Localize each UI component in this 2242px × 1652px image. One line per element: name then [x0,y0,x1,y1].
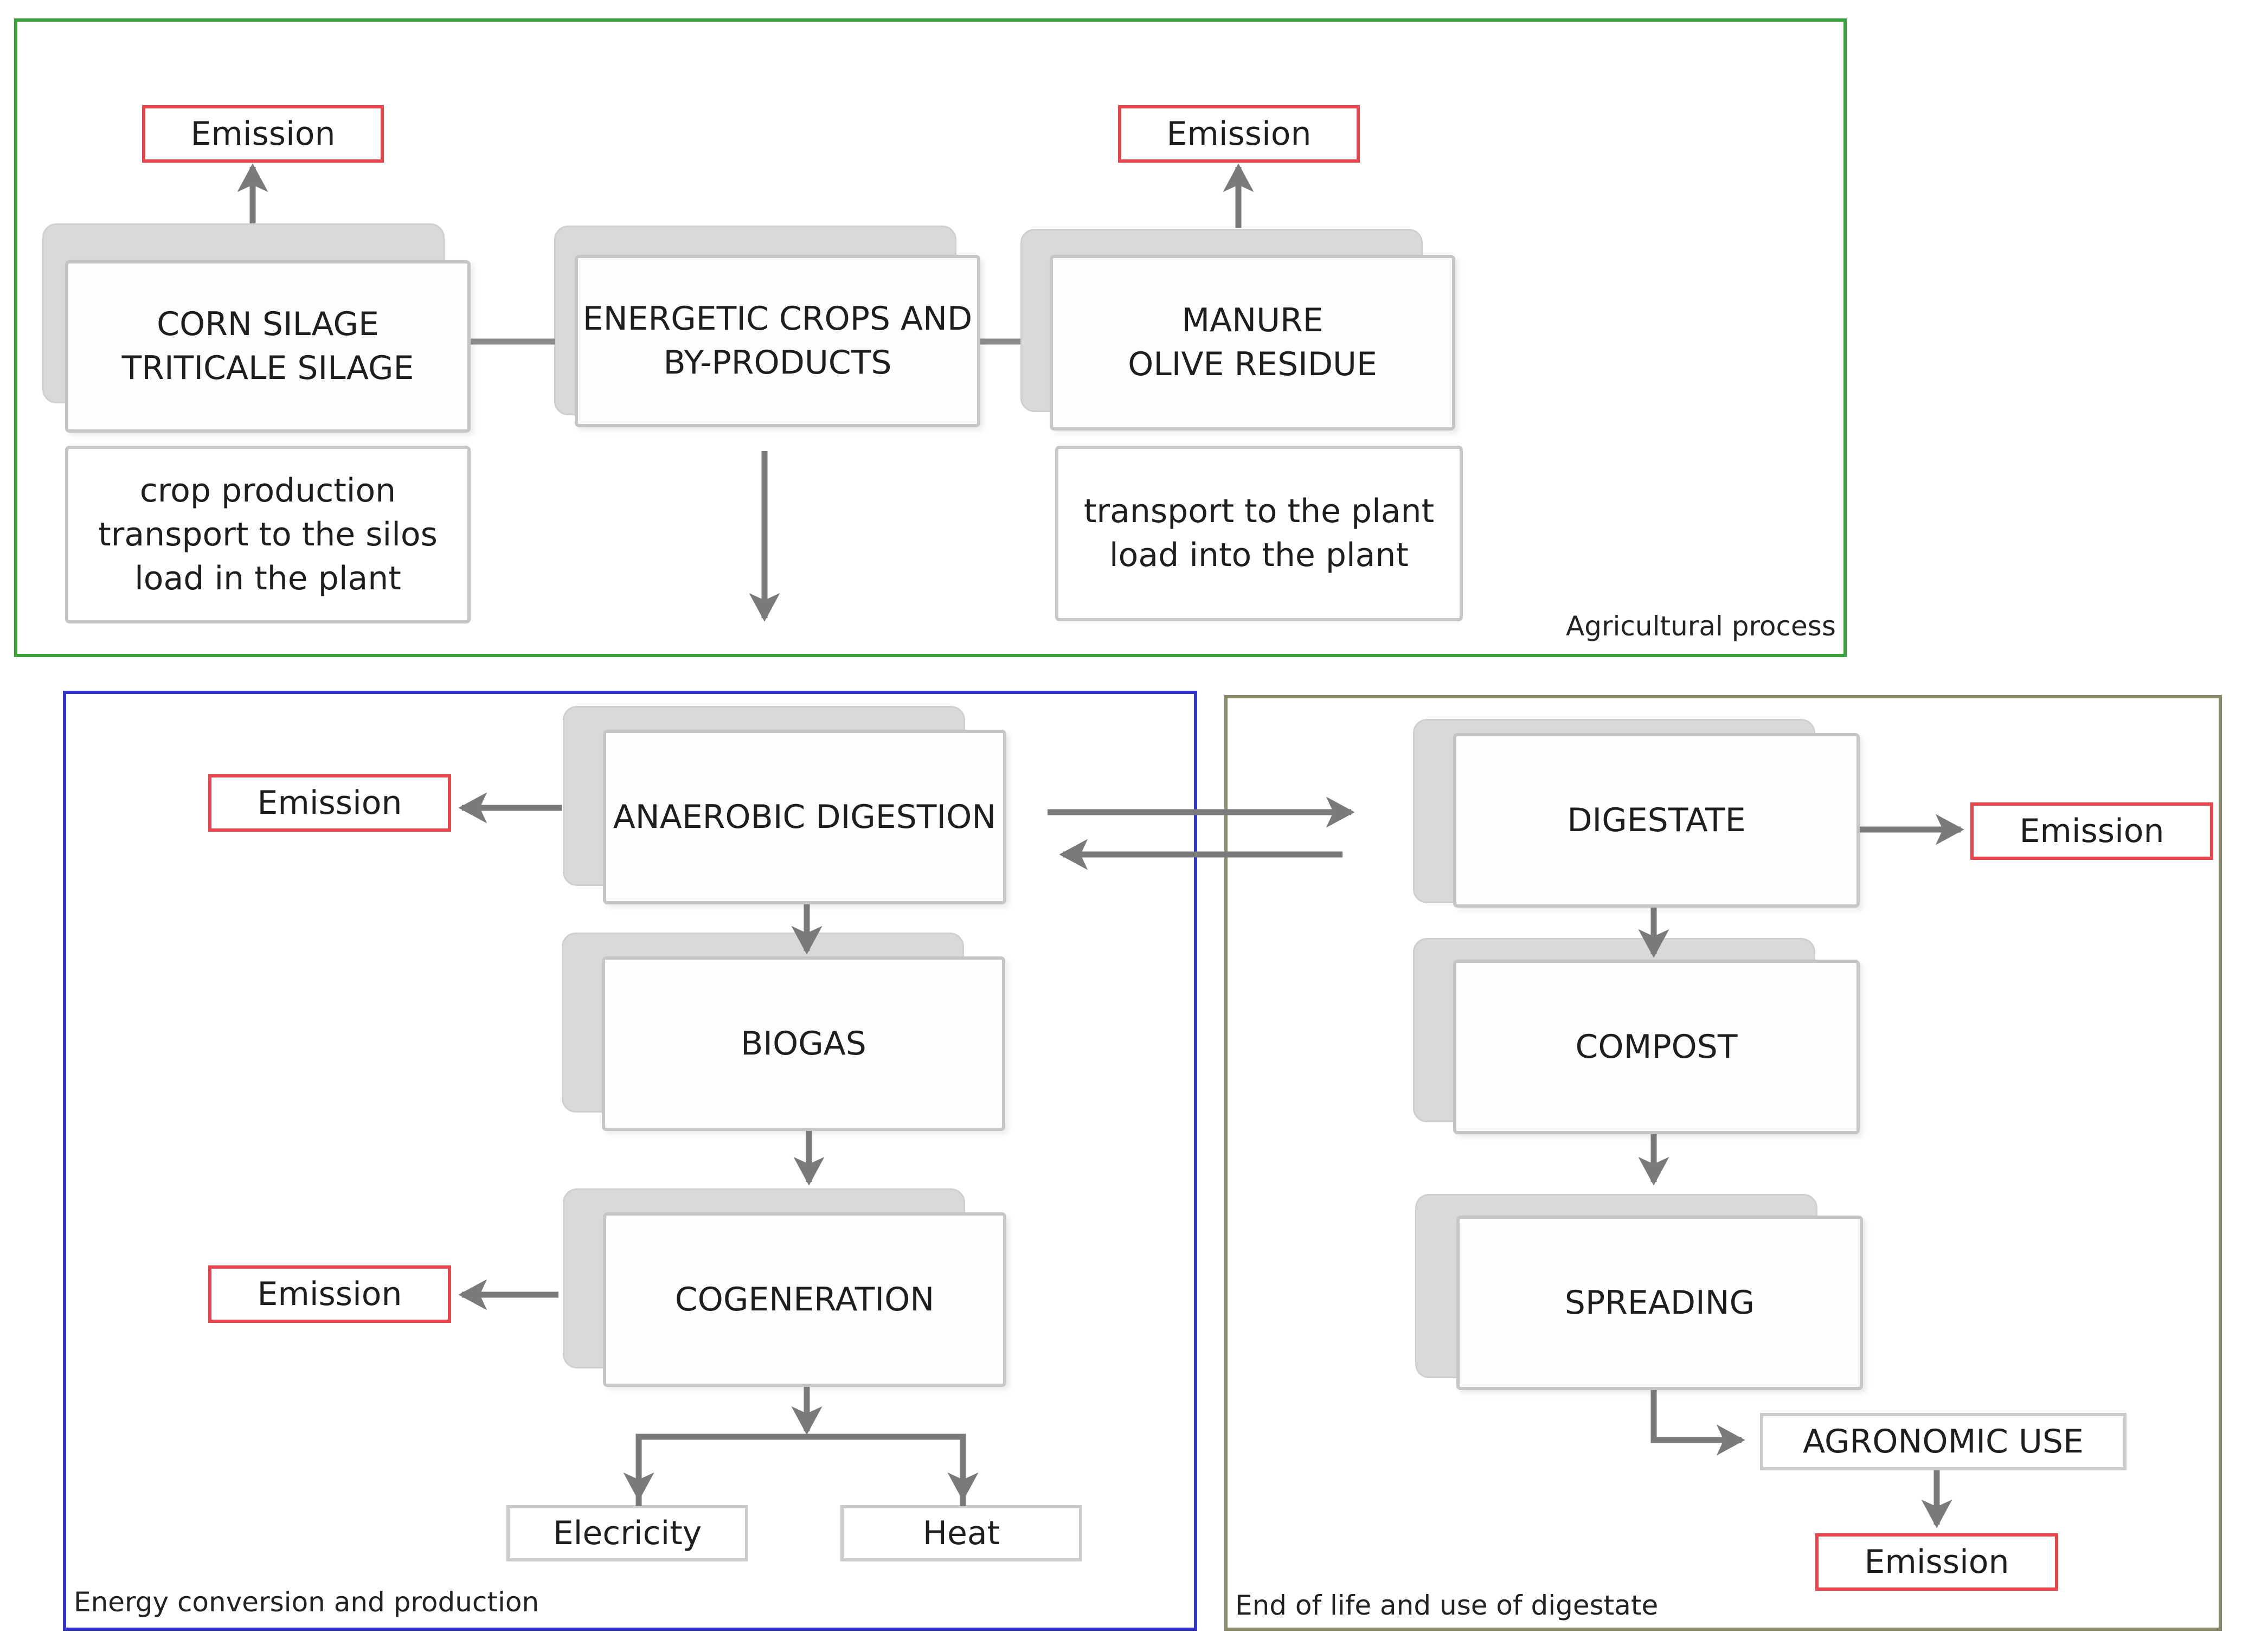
emission-anaerobic: Emission [208,774,451,832]
node-anaerobic-digestion: ANAEROBIC DIGESTION [603,730,1006,904]
group-energy-conversion [63,691,1197,1631]
emission-cogeneration: Emission [208,1265,451,1323]
node-electricity: Elecricity [506,1505,748,1561]
node-spreading: SPREADING [1456,1216,1863,1390]
link-split-bar [635,1434,966,1506]
group-label-energy: Energy conversion and production [74,1586,539,1618]
node-manure-steps: transport to the plant load into the pla… [1055,446,1463,621]
group-label-agricultural: Agricultural process [1566,610,1836,642]
emission-manure: Emission [1118,105,1360,163]
node-heat: Heat [840,1505,1082,1561]
node-cogeneration: COGENERATION [603,1212,1006,1387]
node-corn-steps: crop production transport to the silos l… [65,446,471,623]
emission-digestate: Emission [1970,802,2213,860]
emission-agronomic: Emission [1815,1533,2058,1591]
group-agricultural-process [14,18,1847,657]
arrow-spreading-agronomic [1650,1390,1745,1456]
node-energetic-crops: ENERGETIC CROPS AND BY-PRODUCTS [575,255,980,427]
node-digestate: DIGESTATE [1453,733,1860,908]
node-biogas: BIOGAS [602,956,1005,1131]
node-manure: MANURE OLIVE RESIDUE [1050,255,1455,430]
group-label-end-of-life: End of life and use of digestate [1235,1590,1659,1621]
node-corn-silage: CORN SILAGE TRITICALE SILAGE [65,260,471,433]
node-compost: COMPOST [1453,960,1860,1134]
emission-corn: Emission [142,105,384,163]
node-agronomic-use: AGRONOMIC USE [1760,1413,2127,1470]
group-end-of-life [1224,695,2222,1631]
